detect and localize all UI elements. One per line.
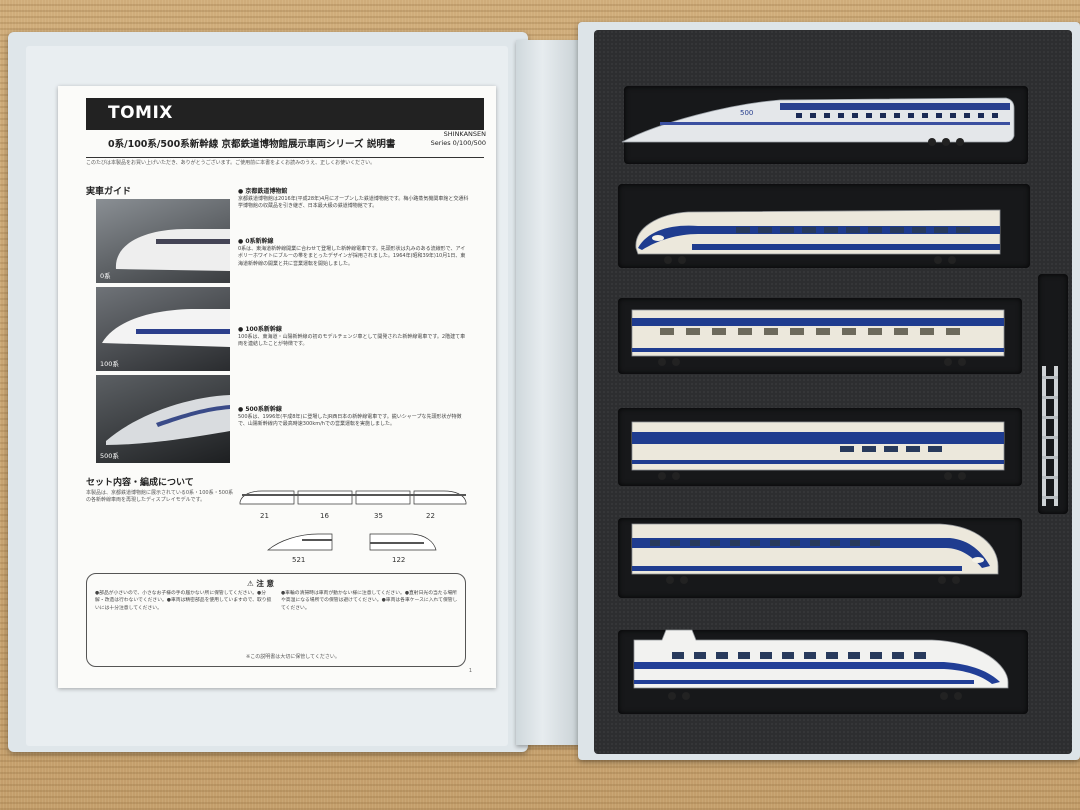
- section-text-0-series: 0系は、東海道新幹線開業に合わせて登場した新幹線電車です。先頭形状は丸みのある流…: [238, 246, 466, 267]
- caution-box: ⚠ 注 意 ●部品が小さいので、小さなお子様の手の届かない所に保管してください。…: [86, 573, 466, 667]
- formation-diagram-500-series: [267, 533, 333, 551]
- manual-title: 0系/100系/500系新幹線 京都鉄道博物館展示車両シリーズ 説明書: [108, 139, 396, 150]
- caution-title-text: 注 意: [256, 579, 274, 588]
- warning-icon: ⚠: [247, 579, 254, 588]
- photo-label-1: 100系: [100, 360, 119, 368]
- section-text-museum: 京都鉄道博物館は2016年(平成28年)4月にオープンした鉄道博物館です。梅小路…: [238, 196, 469, 210]
- section-heading-100-series: ● 100系新幹線: [238, 326, 282, 333]
- caution-title: ⚠ 注 意: [247, 578, 274, 589]
- caution-text-left: ●部品が小さいので、小さなお子様の手の届かない所に保管してください。●分解・改造…: [95, 591, 272, 611]
- car-label-122: 122: [392, 556, 406, 564]
- photo-label-0: 0系: [100, 272, 111, 280]
- car-label-21: 21: [260, 512, 269, 520]
- train-100-series-front: [633, 629, 1009, 700]
- guide-heading: 実車ガイド: [86, 187, 132, 197]
- photo-0-series-train: [115, 229, 230, 271]
- photo-500-series: 500系: [96, 375, 230, 463]
- series-tag-line-2: Series 0/100/500: [430, 139, 486, 147]
- train-500-series: 500: [621, 97, 1015, 146]
- formation-diagram-0-series: [239, 490, 467, 505]
- train-0-series-middle-2: [631, 421, 1005, 480]
- section-heading-museum: ● 京都鉄道博物館: [238, 188, 288, 195]
- car-label-16: 16: [320, 512, 329, 520]
- page-number: 1: [468, 668, 472, 674]
- set-contents-heading: セット内容・編成について: [86, 478, 194, 488]
- caution-text-right: ●車輪の清掃時は車両が動かない様に注意してください。●直射日光の当たる場所や高温…: [281, 591, 458, 611]
- brand-logo: TOMIX: [108, 103, 173, 123]
- photo-100-series: 100系: [96, 287, 230, 371]
- train-0-series-rear: [631, 523, 999, 584]
- section-text-500-series: 500系は、1996年(平成8年)に登場したJR西日本の新幹線電車です。鋭いシャ…: [238, 414, 462, 428]
- section-heading-0-series: ● 0系新幹線: [238, 238, 274, 245]
- train-logo: 500: [740, 109, 753, 117]
- instruction-manual: TOMIX 0系/100系/500系新幹線 京都鉄道博物館展示車両シリーズ 説明…: [58, 86, 496, 688]
- formation-diagram-100-series: [369, 533, 437, 551]
- footer-note: ※この説明書は大切に保管してください。: [246, 654, 340, 660]
- car-label-22: 22: [426, 512, 435, 520]
- series-tag: SHINKANSEN Series 0/100/500: [431, 130, 486, 148]
- set-contents-text: 本製品は、京都鉄道博物館に展示されている0系・100系・500系の各新幹線車両を…: [86, 490, 234, 503]
- manual-intro: このたびは本製品をお買い上げいただき、ありがとうございます。ご使用前に本書をよく…: [86, 160, 376, 166]
- series-tag-line-1: SHINKANSEN: [443, 130, 486, 138]
- car-label-521: 521: [292, 556, 306, 564]
- section-heading-500-series: ● 500系新幹線: [238, 406, 282, 413]
- case-spine: [516, 40, 582, 745]
- photo-500-series-train: [106, 395, 230, 445]
- title-rule: [86, 157, 484, 158]
- car-label-35: 35: [374, 512, 383, 520]
- train-0-series-front: [635, 209, 1001, 264]
- manual-header-bar: [86, 98, 484, 130]
- train-0-series-middle-1: [631, 309, 1005, 366]
- photo-100-series-train: [102, 309, 230, 347]
- section-text-100-series: 100系は、東海道・山陽新幹線の初のモデルチェンジ車として開発された新幹線電車で…: [238, 334, 466, 348]
- photo-0-series: 0系: [96, 199, 230, 283]
- photo-label-2: 500系: [100, 452, 119, 460]
- accessory-rack: [1042, 366, 1058, 506]
